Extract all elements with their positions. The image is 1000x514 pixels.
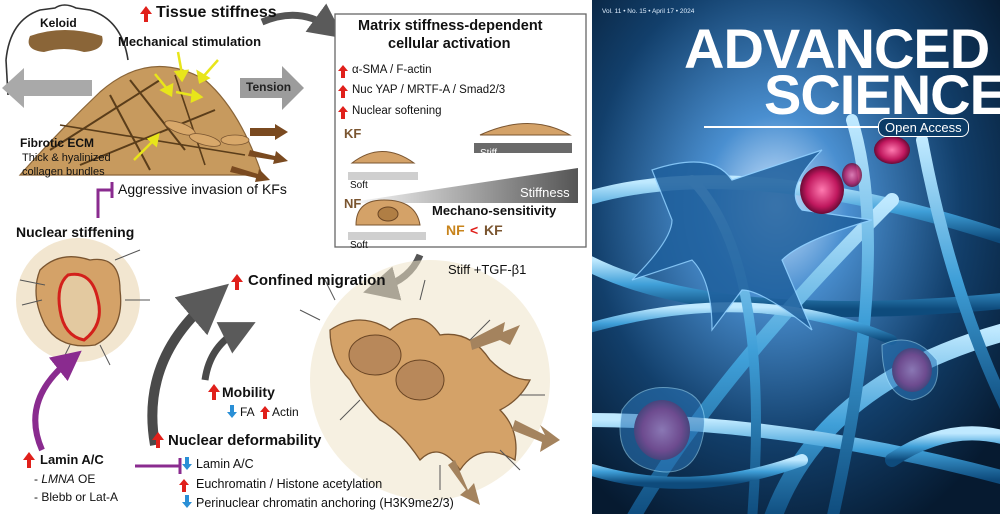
tissue-stiffness-label: Tissue stiffness — [156, 4, 277, 21]
collagen-label-line2: collagen bundles — [22, 166, 105, 178]
cover-cell-main — [631, 149, 873, 332]
nf-label: NF — [344, 196, 362, 211]
mechano-sensitivity-label: Mechano-sensitivity — [432, 203, 557, 218]
keloid-label: Keloid — [40, 16, 77, 30]
keloid-shape — [28, 30, 103, 52]
tension-arrow-left-icon — [2, 68, 92, 108]
deformability-arrow-icon — [147, 283, 229, 446]
stiffness-label: Stiffness — [520, 185, 570, 200]
kf-label: KF — [344, 126, 362, 141]
mechanical-stimulation-label: Mechanical stimulation — [118, 34, 262, 49]
purple-curved-arrow-icon — [32, 350, 82, 452]
lmna-oe-label: - LMNA OE — [34, 472, 96, 486]
collagen-label-line1: Thick & hyalinized — [22, 152, 111, 164]
matrix-title-line2: cellular activation — [388, 36, 511, 52]
fa-label: FA — [240, 405, 255, 419]
fibrotic-ecm-label: Fibrotic ECM — [20, 136, 94, 150]
cover-title-advanced: ADVANCED — [684, 17, 990, 80]
invasion-arrows — [230, 124, 288, 182]
journal-cover: Vol. 11 • No. 15 • April 17 • 2024 ADVAN… — [592, 0, 1000, 514]
stiff-nucleus-cell — [16, 238, 150, 366]
soft-label-nf: Soft — [350, 240, 368, 251]
tension-label: Tension — [246, 80, 292, 94]
curved-arrow-icon — [260, 3, 345, 39]
cover-title-science: SCIENCE — [764, 63, 1000, 126]
stiff-label: Stiff — [480, 148, 498, 159]
matrix-bullet-1: α-SMA / F-actin — [352, 64, 432, 76]
migrating-cell — [299, 260, 560, 505]
perinuclear-label: Perinuclear chromatin anchoring (H3K9me2… — [196, 496, 454, 510]
kf-compare: KF — [484, 222, 503, 238]
tension-arrow-right-icon — [240, 66, 304, 110]
mobility-label: Mobility — [222, 384, 275, 400]
figure-graphics — [2, 3, 587, 508]
matrix-bullet-2: Nuc YAP / MRTF-A / Smad2/3 — [352, 84, 506, 96]
open-access-badge: Open Access — [878, 118, 969, 137]
torso-illustration — [5, 4, 129, 96]
lamin-down-label: Lamin A/C — [196, 457, 254, 471]
euchromatin-label: Euchromatin / Histone acetylation — [196, 477, 383, 491]
soft-label-kf: Soft — [350, 180, 368, 191]
stimulation-arrows — [133, 51, 219, 161]
less-than-sign: < — [470, 222, 479, 238]
inhibition-icon — [96, 188, 112, 218]
actin-label: Actin — [272, 405, 299, 419]
stiffness-gradient — [345, 168, 578, 203]
up-arrow-icon — [23, 6, 348, 492]
matrix-title-line1: Matrix stiffness-dependent — [358, 18, 543, 34]
lamin-ac-label: Lamin A/C — [40, 452, 104, 467]
cover-artwork — [592, 0, 1000, 514]
matrix-bullet-3: Nuclear softening — [352, 105, 442, 117]
nf-compare: NF — [446, 222, 465, 238]
nuclear-stiffening-label: Nuclear stiffening — [16, 224, 135, 240]
collagen-fibers — [592, 114, 1000, 514]
aggressive-invasion-label: Aggressive invasion of KFs — [118, 181, 287, 197]
mobility-arrow-icon — [201, 322, 256, 381]
confined-migration-label: Confined migration — [248, 272, 386, 289]
cover-rule — [704, 126, 964, 128]
nuclear-deformability-label: Nuclear deformability — [168, 432, 322, 449]
tissue-mound — [18, 65, 263, 176]
down-arrow-icon — [182, 405, 237, 508]
stiff-tgf-label: Stiff +TGF-β1 — [448, 262, 527, 277]
schematic-figure: Keloid Tissue stiffness Mechanical stimu… — [2, 3, 587, 510]
cover-volume-line: Vol. 11 • No. 15 • April 17 • 2024 — [602, 8, 695, 15]
blebb-label: - Blebb or Lat-A — [34, 490, 119, 504]
